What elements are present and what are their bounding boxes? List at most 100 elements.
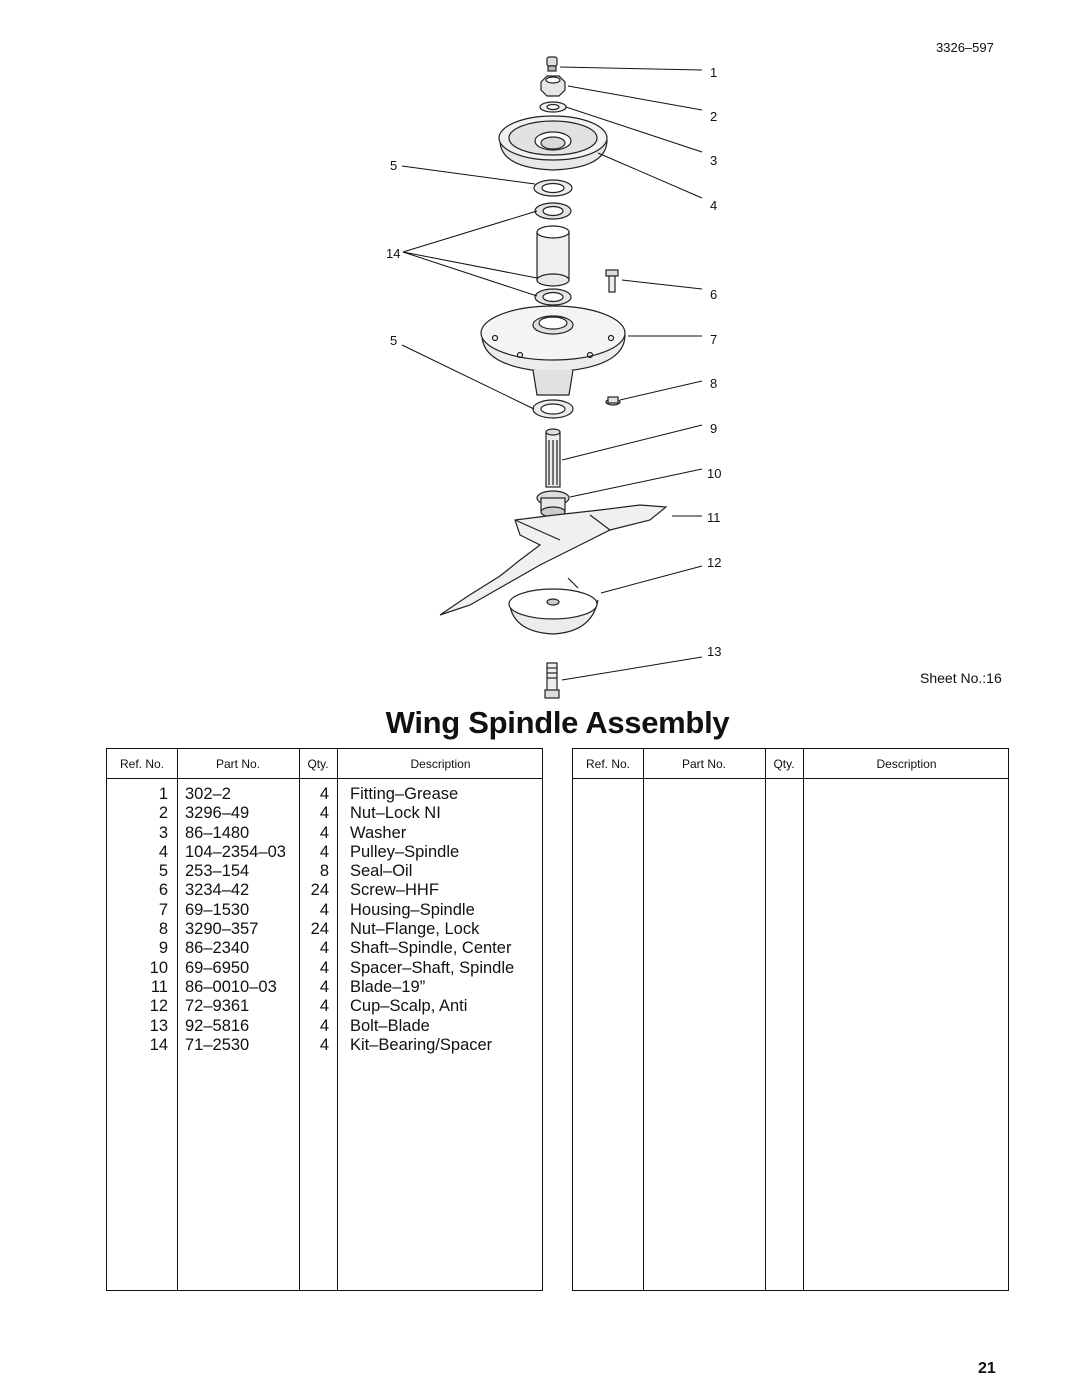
- description-cell: Housing–Spindle: [350, 900, 475, 919]
- part-no-cell: 86–1480: [185, 823, 250, 842]
- ref-no-cell: 1: [158, 785, 168, 803]
- part-no-cell: 3290–357: [185, 920, 259, 939]
- ref-no-cell: 13: [149, 1016, 168, 1035]
- page-title: Wing Spindle Assembly: [385, 705, 730, 740]
- description-cell: Nut–Flange, Lock: [350, 920, 480, 939]
- ref-no-cell: 12: [149, 997, 168, 1016]
- callout-2: 2: [710, 109, 717, 124]
- ref-no-cell: 2: [158, 804, 168, 823]
- callout-5-upper: 5: [390, 158, 397, 173]
- callout-12: 12: [707, 555, 721, 570]
- callout-10: 10: [707, 466, 721, 481]
- ref-no-cell: 4: [158, 842, 168, 861]
- callout-11: 11: [707, 510, 721, 525]
- ref-no-cell: 7: [158, 900, 168, 919]
- leader-lines: [401, 66, 703, 681]
- description-cell: Nut–Lock NI: [350, 804, 441, 823]
- description-cell: Seal–Oil: [350, 862, 413, 881]
- ref-no-cell: 11: [150, 977, 168, 996]
- part-no-cell: 72–9361: [185, 997, 250, 1016]
- part-no-cell: 86–0010–03: [185, 977, 277, 996]
- description-cell: Kit–Bearing/Spacer: [350, 1035, 493, 1054]
- description-cell: Fitting–Grease: [350, 785, 459, 803]
- oil-seal-lower-part: [532, 399, 574, 419]
- column-divider: [177, 749, 178, 1290]
- header-part-no: Part No.: [681, 757, 726, 771]
- header-description: Description: [410, 757, 471, 771]
- description-cell: Shaft–Spindle, Center: [350, 939, 512, 958]
- ref-no-cell: 3: [158, 823, 168, 842]
- column-divider: [337, 749, 338, 1290]
- header-ref-no: Ref. No.: [585, 757, 630, 771]
- description-cell: Bolt–Blade: [350, 1016, 430, 1035]
- part-no-cell: 104–2354–03: [185, 842, 286, 861]
- ref-no-cell: 10: [149, 958, 168, 977]
- table-header: Ref. No. Part No. Qty. Description: [573, 749, 1008, 779]
- callout-5-lower: 5: [390, 333, 397, 348]
- column-divider: [765, 749, 766, 1290]
- part-no-cell: 69–6950: [185, 958, 250, 977]
- table-row: 13 92–5816 4 Bolt–Blade: [107, 1017, 542, 1036]
- spacer-tube-part: [536, 225, 570, 287]
- ref-no-cell: 5: [158, 862, 168, 881]
- washer-part: [539, 101, 567, 113]
- parts-table-right: Ref. No. Part No. Qty. Description: [572, 748, 1009, 1291]
- blade-bolt-part: [544, 662, 560, 699]
- header-description: Description: [876, 757, 937, 771]
- qty-cell: 24: [310, 881, 329, 900]
- qty-cell: 4: [319, 842, 329, 861]
- column-divider: [299, 749, 300, 1290]
- qty-cell: 4: [319, 1016, 329, 1035]
- part-no-cell: 69–1530: [185, 900, 250, 919]
- table-row: 2 3296–49 4 Nut–Lock NI: [107, 804, 542, 823]
- lock-nut-part: [540, 75, 566, 97]
- qty-cell: 4: [319, 785, 329, 803]
- table-row: 7 69–1530 4 Housing–Spindle: [107, 901, 542, 920]
- callout-14: 14: [386, 246, 400, 261]
- drawing-reference-number: 3326–597: [936, 40, 994, 55]
- spindle-shaft-part: [545, 428, 561, 488]
- ref-no-cell: 8: [158, 920, 168, 939]
- callout-8: 8: [710, 376, 717, 391]
- part-no-cell: 92–5816: [185, 1016, 250, 1035]
- screw-hhf-part: [605, 269, 619, 293]
- description-cell: Screw–HHF: [350, 881, 439, 900]
- page-number: 21: [978, 1360, 996, 1377]
- bearing-lower-part: [534, 288, 572, 306]
- header-ref-no: Ref. No.: [119, 757, 164, 771]
- qty-cell: 4: [319, 997, 329, 1016]
- oil-seal-upper-part: [533, 179, 573, 197]
- table-row: 4 104–2354–03 4 Pulley–Spindle: [107, 843, 542, 862]
- qty-cell: 24: [310, 920, 329, 939]
- shaft-spacer-part: [536, 490, 570, 518]
- table-row: 8 3290–357 24 Nut–Flange, Lock: [107, 920, 542, 939]
- part-no-cell: 3234–42: [185, 881, 250, 900]
- qty-cell: 4: [319, 977, 329, 996]
- qty-cell: 4: [319, 900, 329, 919]
- qty-cell: 4: [319, 804, 329, 823]
- ref-no-cell: 9: [158, 939, 168, 958]
- callout-7: 7: [710, 332, 717, 347]
- part-no-cell: 3296–49: [185, 804, 250, 823]
- callout-6: 6: [710, 287, 717, 302]
- description-cell: Washer: [350, 823, 407, 842]
- callout-13: 13: [707, 644, 721, 659]
- spindle-housing-part: [480, 305, 626, 396]
- qty-cell: 4: [319, 958, 329, 977]
- flange-nut-part: [605, 396, 621, 406]
- description-cell: Pulley–Spindle: [350, 842, 460, 861]
- part-no-cell: 302–2: [185, 785, 231, 803]
- blade-part: [439, 504, 668, 616]
- column-divider: [803, 749, 804, 1290]
- bearing-upper-part: [534, 202, 572, 220]
- ref-no-cell: 14: [149, 1035, 168, 1054]
- callout-9: 9: [710, 421, 717, 436]
- part-no-cell: 253–154: [185, 862, 250, 881]
- qty-cell: 4: [319, 1035, 329, 1054]
